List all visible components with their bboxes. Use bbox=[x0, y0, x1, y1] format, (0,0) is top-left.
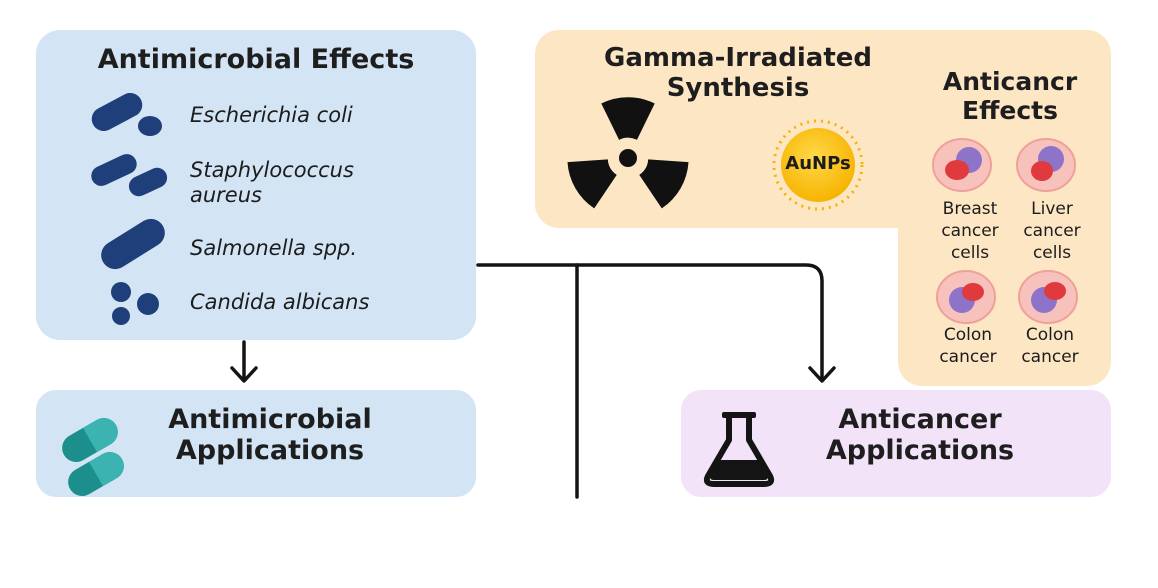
gold-nanoparticle-icon bbox=[772, 119, 864, 211]
anticancer-applications-title: Anticancer Applications bbox=[825, 404, 1015, 467]
antimicrobial-effects-panel bbox=[36, 30, 476, 340]
antimicrobial-applications-title: Antimicrobial Applications bbox=[168, 404, 372, 467]
organism-staphylococcus-aureus: Staphylococcus aureus bbox=[190, 158, 354, 208]
staphylococcus-bacteria-icon bbox=[91, 154, 168, 197]
anticancer-effects-title: Anticancr Effects bbox=[942, 67, 1078, 125]
connector-lines bbox=[230, 263, 836, 499]
flask-icon bbox=[703, 412, 775, 487]
organism-candida-albicans: Candida albicans bbox=[190, 290, 370, 314]
liver-cancer-label: Liver cancer cells bbox=[1023, 199, 1081, 264]
liver-cancer-cell-icon bbox=[1016, 138, 1076, 192]
organism-e-coli: Escherichia coli bbox=[190, 103, 353, 127]
breast-cancer-label: Breast cancer cells bbox=[941, 199, 999, 264]
arrow-to-anticancer-applications bbox=[476, 263, 824, 382]
colon-cancer-cell-icon bbox=[936, 270, 996, 324]
antimicrobial-effects-title: Antimicrobial Effects bbox=[97, 44, 415, 75]
e-coli-bacteria-icon bbox=[91, 92, 162, 136]
salmonella-bacteria-icon bbox=[101, 218, 165, 270]
gamma-synthesis-title: Gamma-Irradiated Synthesis bbox=[603, 43, 872, 103]
colon-cancer-label-2: Colon cancer bbox=[1021, 325, 1079, 368]
colon-cancer-cell-icon-2 bbox=[1018, 270, 1078, 324]
radiation-icon bbox=[567, 97, 689, 209]
candida-cells-icon bbox=[111, 282, 159, 325]
organism-salmonella: Salmonella spp. bbox=[190, 236, 358, 260]
breast-cancer-cell-icon bbox=[932, 138, 992, 192]
colon-cancer-label: Colon cancer bbox=[939, 325, 997, 368]
capsule-icon bbox=[62, 418, 124, 496]
aunps-label: AuNPs bbox=[785, 153, 851, 174]
